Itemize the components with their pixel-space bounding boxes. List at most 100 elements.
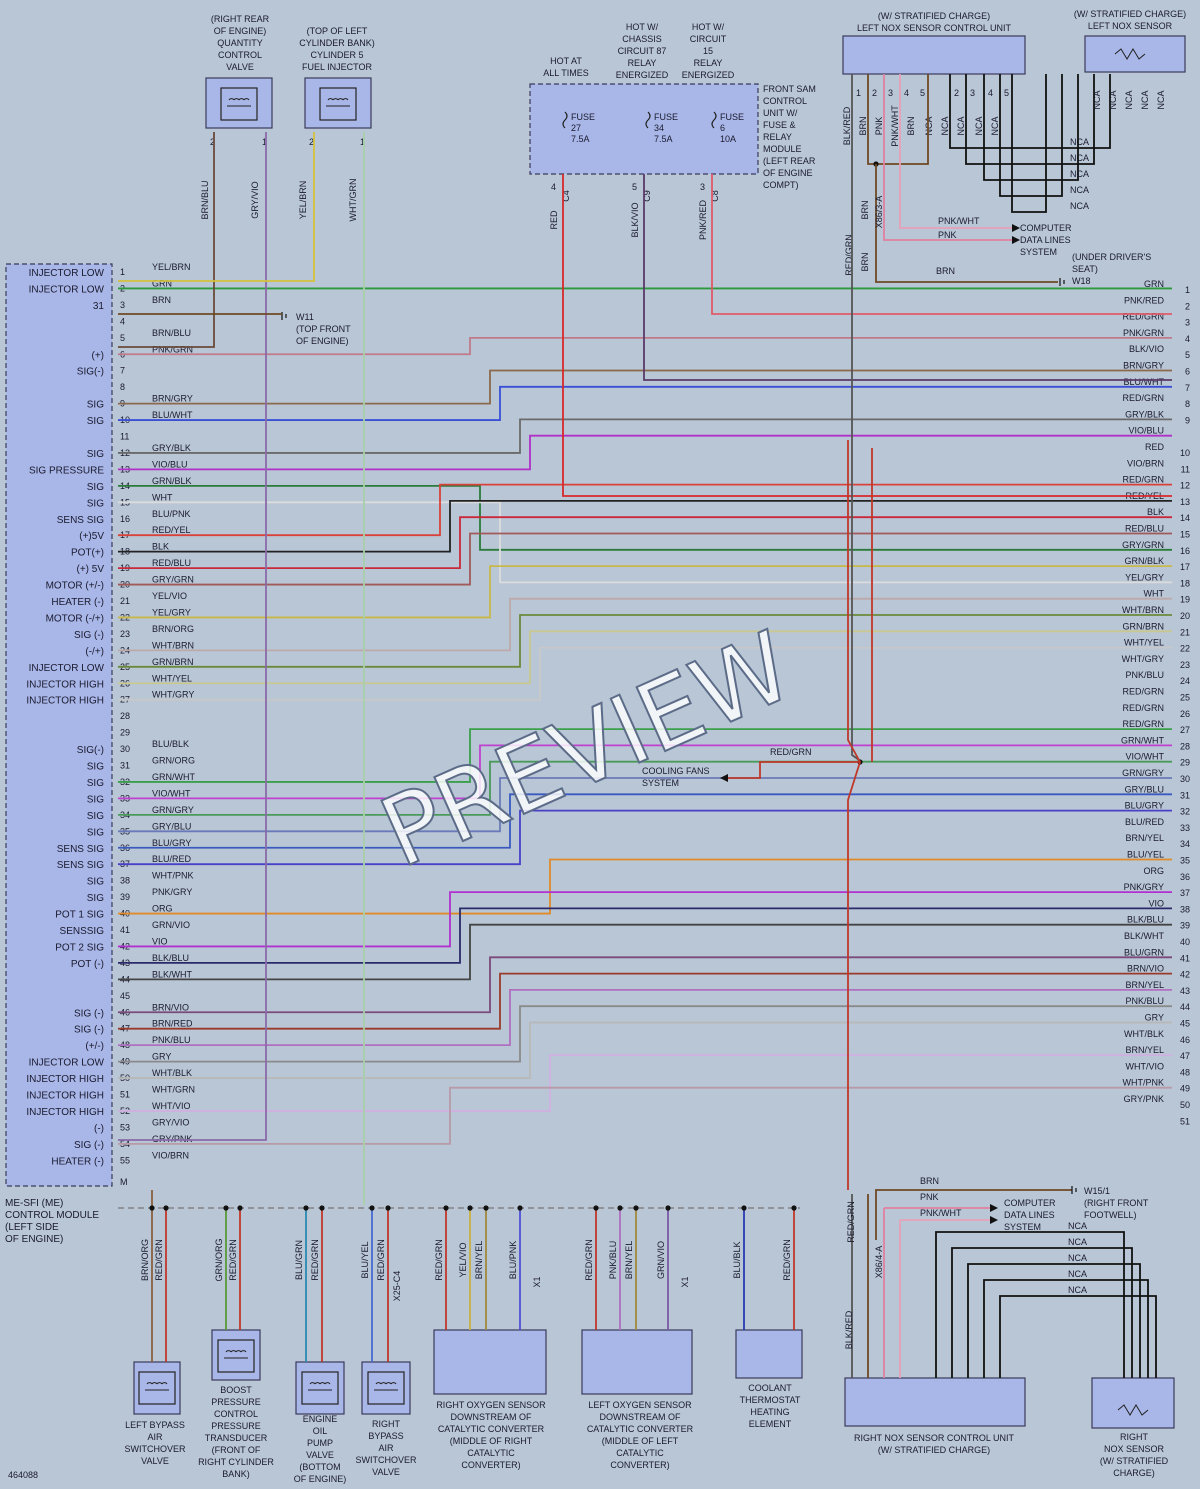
right-connector-pin-number: 32: [1180, 807, 1190, 817]
hot-circuit15-label-line: ENERGIZED: [682, 70, 735, 80]
bottom-wire-label: GRN/ORG: [214, 1238, 224, 1281]
wire-fuse27-red: [562, 174, 1172, 497]
ecm-pin-label: SIG: [87, 827, 104, 838]
ecm-pin-label: (+)5V: [79, 531, 104, 542]
ecm-wire-label: BLK/BLU: [152, 953, 189, 963]
right-connector-wire-label: GRY/BLU: [1125, 784, 1164, 794]
bpt-coil-icon-turn: [240, 1350, 247, 1353]
wire-label: NCA: [1068, 1253, 1087, 1263]
ecm-wire-label: WHT/BRN: [152, 640, 194, 650]
lbav-coil-icon: [138, 1371, 176, 1405]
ecm-pin-label: SIG: [87, 877, 104, 888]
boost-transducer-label-line: RIGHT CYLINDER: [198, 1457, 274, 1467]
front-sam-label-line: FUSE &: [763, 120, 796, 130]
eop-coil-icon-turn: [324, 1382, 331, 1385]
ground-w11-label-line: (TOP FRONT: [296, 324, 351, 334]
engine-oil-pump-label-line: ENGINE: [303, 1414, 338, 1424]
wire-pin-19: [118, 516, 1172, 569]
boost-transducer-label-line: BANK): [222, 1469, 250, 1479]
ecm-pin-number: 45: [120, 991, 130, 1001]
splice-dot: [517, 1205, 523, 1211]
boost-transducer-label-line: (FRONT OF: [212, 1445, 261, 1455]
left-bypass-valve-box: [133, 1361, 181, 1415]
wire-qcv-gry-vio: [118, 132, 267, 1141]
wire-label: BRN: [920, 1176, 939, 1186]
wire-pin-27: [118, 646, 1172, 701]
right-o2-sensor-label-line: CATALYTIC CONVERTER: [438, 1424, 545, 1434]
pin-number: 2: [954, 88, 959, 98]
hot-at-all-times-label-line: ALL TIMES: [543, 68, 589, 78]
wire-pin-47: [118, 972, 1172, 1030]
wire-label: YEL/BRN: [298, 181, 308, 220]
right-connector-pin-number: 24: [1180, 676, 1190, 686]
ground-w18-label-line: SEAT): [1072, 264, 1098, 274]
right-connector-pin-number: 2: [1185, 301, 1190, 311]
pin-number: 5: [920, 88, 925, 98]
ecm-wire-label: WHT/GRY: [152, 690, 194, 700]
right-connector-wire-label: BLU/GRN: [1124, 947, 1164, 957]
wire-label: NCA: [1092, 90, 1102, 109]
boost-transducer-label-line: TRANSDUCER: [205, 1433, 268, 1443]
wire-label: BRN: [858, 116, 868, 135]
right-o2-sensor-box: [433, 1329, 547, 1395]
right-connector-wire-label: BRN/VIO: [1127, 964, 1164, 974]
ecm-wire-label: GRY/GRN: [152, 575, 194, 585]
arrow-icon: [1012, 224, 1020, 232]
ecm-pin-label: INJECTOR HIGH: [26, 1107, 104, 1118]
right-connector-wire-label: PNK/BLU: [1125, 996, 1164, 1006]
rbav-coil-icon-frame: [367, 1371, 405, 1405]
right-connector-wire-label: BLU/WHT: [1124, 377, 1165, 387]
splice-dot: [223, 1205, 229, 1211]
fuse-label-line: FUSE: [654, 112, 678, 122]
wire-label: PNK/WHT: [920, 1208, 962, 1218]
wire-lnox-pnk-wht: [899, 74, 1012, 229]
right-connector-wire-label: GRN/WHT: [1121, 735, 1164, 745]
fuse-pin: 5: [632, 182, 637, 192]
boost-transducer-label-line: CONTROL: [214, 1409, 258, 1419]
hot-chassis-label-line: RELAY: [628, 58, 657, 68]
left-o2-sensor-label-line: CATALYTIC CONVERTER: [587, 1424, 694, 1434]
ecm-wire-label: PNK/BLU: [152, 1035, 191, 1045]
ecm-wire-label: YEL/VIO: [152, 591, 187, 601]
connector-x86-4-label: X86/4-A: [874, 1246, 884, 1279]
connector-x1-label: X1: [532, 1276, 542, 1287]
engine-oil-pump-label-line: PUMP: [307, 1438, 333, 1448]
ecm-pin-label: (+/-): [85, 1041, 104, 1052]
bpt-coil-icon-frame: [217, 1339, 255, 1373]
coolant-thermostat-label-line: HEATING: [750, 1407, 789, 1417]
left-o2-sensor-label-line: CATALYTIC: [616, 1448, 664, 1458]
ecm-wire-label: BLK/WHT: [152, 969, 193, 979]
ecm-wire-label: WHT/PNK: [152, 871, 194, 881]
ecm-pin-number: 23: [120, 629, 130, 639]
computer-data-lines-label-line: COMPUTER: [1020, 223, 1072, 233]
ecm-pin-label: SIG (-): [74, 1025, 104, 1036]
boost-transducer-label-line: PRESSURE: [211, 1421, 261, 1431]
ecm-wire-label: PNK/GRN: [152, 344, 193, 354]
wire-label: BLK/RED: [842, 106, 852, 145]
computer-data-lines-label-line: SYSTEM: [1020, 247, 1057, 257]
splice-dot: [665, 1205, 671, 1211]
computer-data-lines-label-line: DATA LINES: [1004, 1210, 1055, 1220]
qcv-coil-icon-frame: [220, 87, 258, 121]
right-connector-pin-number: 19: [1180, 595, 1190, 605]
wire-label: NCA: [1068, 1285, 1087, 1295]
ecm-wire-label: GRN/GRY: [152, 805, 194, 815]
right-connector-wire-label: BRN/YEL: [1125, 1045, 1164, 1055]
wire-pin-9: [118, 369, 1172, 405]
wire-label: BRN: [936, 266, 955, 276]
wire-label: PNK/WHT: [938, 216, 980, 226]
right-connector-wire-label: VIO/BLU: [1128, 426, 1164, 436]
right-o2-sensor-label-line: RIGHT OXYGEN SENSOR: [436, 1400, 546, 1410]
fuse-label-line: 27: [571, 123, 581, 133]
ground-w18-label-line: (UNDER DRIVER'S: [1072, 252, 1151, 262]
ecm-pin-label: SIG(-): [77, 367, 104, 378]
qcv-label-line: (RIGHT REAR: [211, 14, 270, 24]
right-connector-wire-label: BLK/BLU: [1127, 915, 1164, 925]
fuse-icon: [562, 111, 568, 129]
bottom-wire-label: RED/GRN: [376, 1239, 386, 1281]
wire-pin-32: [118, 728, 1172, 783]
ecm-wire-label: GRN: [152, 278, 172, 288]
wire-pin-20: [118, 532, 1172, 586]
fuse-connector: C4: [561, 190, 571, 202]
wire-pin-22: [118, 565, 1172, 619]
